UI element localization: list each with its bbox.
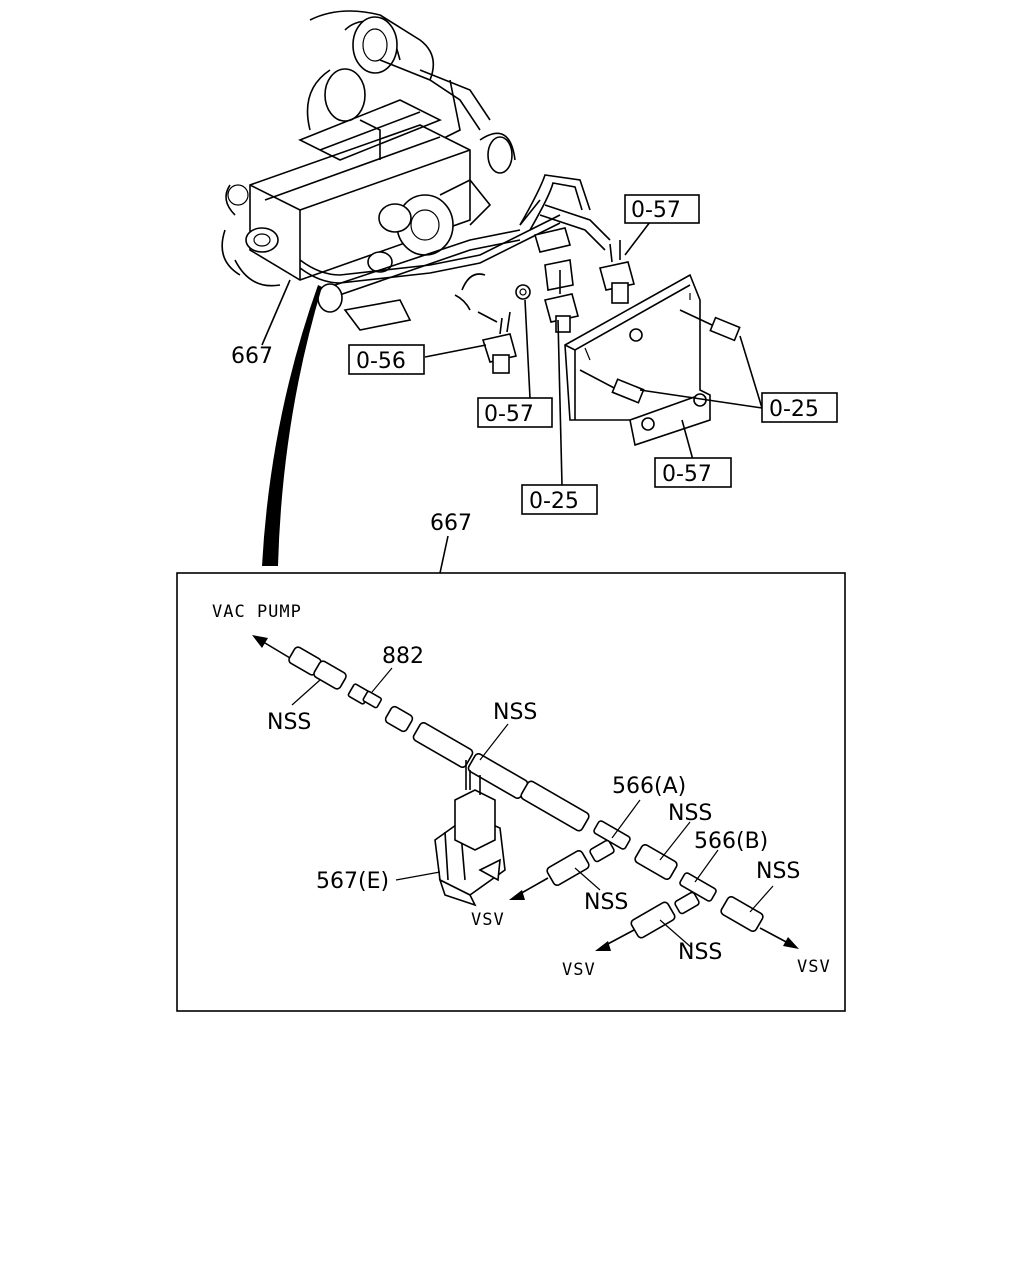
bolt-025-lower bbox=[579, 369, 645, 404]
bracket-plate bbox=[564, 273, 711, 447]
arrow-to-vsv-1 bbox=[509, 877, 549, 900]
callout-box-057-c bbox=[654, 457, 732, 488]
detail-pointer-arrow bbox=[262, 285, 322, 566]
callout-057-a: 0-57 bbox=[484, 402, 534, 427]
vsv-valve-057-mid bbox=[544, 270, 579, 333]
callout-056: 0-56 bbox=[356, 349, 406, 374]
label-882: 882 bbox=[382, 644, 424, 669]
label-567e: 567(E) bbox=[316, 869, 389, 894]
label-nss-1: NSS bbox=[267, 710, 311, 735]
callout-box-057-b bbox=[624, 194, 700, 224]
callout-box-057-a bbox=[477, 397, 553, 428]
hose-nss-3 bbox=[634, 844, 678, 880]
label-vac-pump: VAC PUMP bbox=[212, 602, 302, 622]
callout-025-a: 0-25 bbox=[769, 397, 819, 422]
connector-882 bbox=[347, 683, 382, 709]
leader-667-detail bbox=[439, 535, 449, 574]
label-nss-5: NSS bbox=[584, 890, 628, 915]
hose-nss-4 bbox=[720, 896, 764, 932]
hose-nss-1 bbox=[288, 646, 347, 690]
nut-057 bbox=[515, 284, 531, 300]
vsv-valve-056 bbox=[477, 311, 517, 374]
tee-566b bbox=[674, 872, 717, 915]
callout-057-b: 0-57 bbox=[631, 198, 681, 223]
callout-057-c: 0-57 bbox=[662, 462, 712, 487]
callout-box-025-b bbox=[521, 484, 598, 515]
hose-nss-2 bbox=[384, 705, 590, 832]
label-vsv-3: VSV bbox=[797, 957, 831, 977]
engine-assembly-drawing bbox=[221, 10, 611, 331]
callout-box-056 bbox=[348, 344, 425, 375]
label-nss-6: NSS bbox=[678, 940, 722, 965]
tee-566a bbox=[589, 820, 631, 863]
label-nss-3: NSS bbox=[668, 801, 712, 826]
bolt-025-upper bbox=[679, 309, 741, 342]
leader-lines-top bbox=[261, 221, 763, 486]
label-vsv-2: VSV bbox=[562, 960, 596, 980]
hose-nss-6 bbox=[630, 901, 676, 939]
label-566a: 566(A) bbox=[612, 774, 686, 799]
hose-nss-5 bbox=[546, 850, 590, 886]
label-566b: 566(B) bbox=[694, 829, 768, 854]
leader-lines-detail bbox=[291, 667, 774, 949]
label-nss-4: NSS bbox=[756, 859, 800, 884]
callout-667-detail: 667 bbox=[430, 511, 472, 536]
label-nss-2: NSS bbox=[493, 700, 537, 725]
arrow-to-vsv-3 bbox=[759, 927, 799, 949]
label-vsv-1: VSV bbox=[471, 910, 505, 930]
arrow-to-vsv-2 bbox=[595, 929, 635, 951]
clip-567e bbox=[434, 760, 506, 907]
vsv-valve-057-top bbox=[599, 240, 635, 304]
callout-box-025-a bbox=[761, 392, 838, 423]
callout-025-b: 0-25 bbox=[529, 489, 579, 514]
callout-667-top: 667 bbox=[231, 344, 273, 369]
arrow-to-vac-pump bbox=[252, 635, 291, 659]
